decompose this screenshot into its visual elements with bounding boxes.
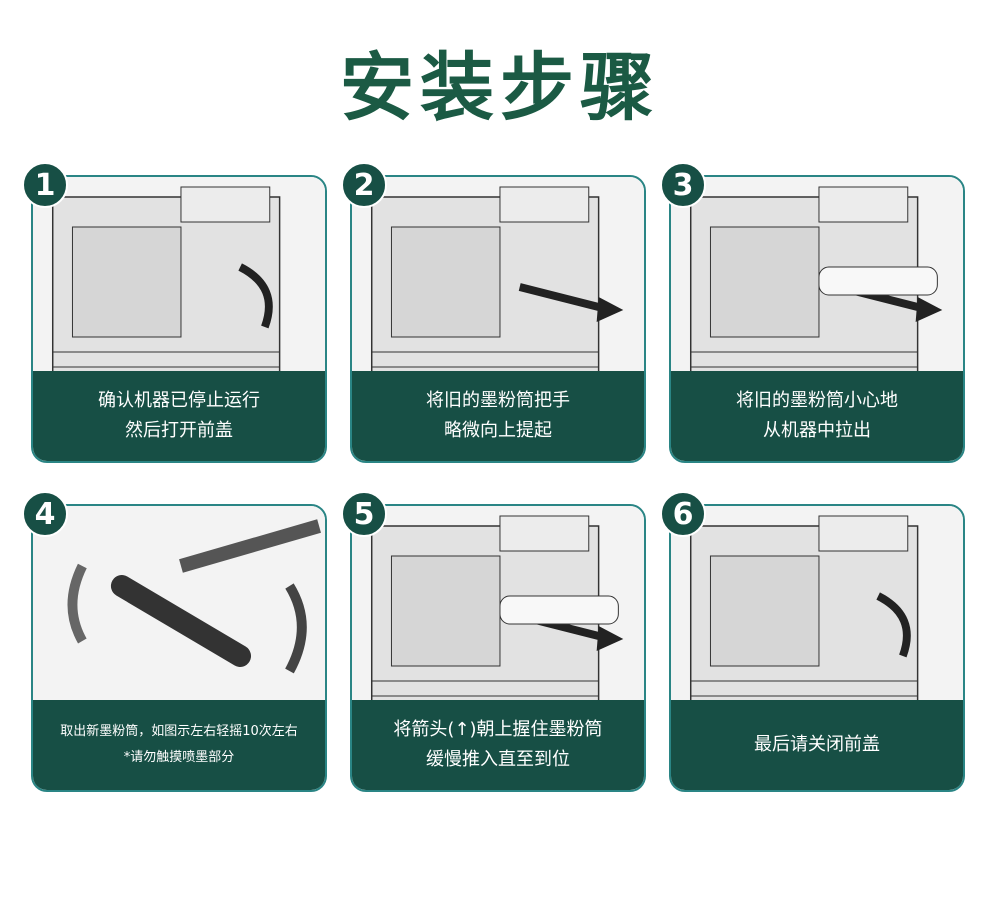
step-caption: 确认机器已停止运行然后打开前盖 <box>33 371 325 461</box>
step-caption: 将箭头(↑)朝上握住墨粉筒缓慢推入直至到位 <box>352 700 644 790</box>
step-illustration <box>33 506 325 706</box>
step-card-4: 取出新墨粉筒，如图示左右轻摇10次左右 *请勿触摸喷墨部分 <box>31 504 327 792</box>
step-caption: 取出新墨粉筒，如图示左右轻摇10次左右 *请勿触摸喷墨部分 <box>33 700 325 790</box>
step-card-2: 将旧的墨粉筒把手略微向上提起 <box>350 175 646 463</box>
caption-line-2: 从机器中拉出 <box>763 420 871 441</box>
step-caption: 最后请关闭前盖 <box>671 700 963 790</box>
step-card-3: 将旧的墨粉筒小心地从机器中拉出 <box>669 175 965 463</box>
caption-line-2: 略微向上提起 <box>444 420 552 441</box>
step-number-badge: 4 <box>22 491 68 537</box>
step-card-6: 最后请关闭前盖 <box>669 504 965 792</box>
step-number-badge: 2 <box>341 162 387 208</box>
step-caption: 将旧的墨粉筒把手略微向上提起 <box>352 371 644 461</box>
step-number-badge: 6 <box>660 491 706 537</box>
step-illustration <box>671 506 963 706</box>
page-title: 安装步骤 <box>340 45 660 131</box>
step-illustration <box>33 177 325 377</box>
step-number-badge: 1 <box>22 162 68 208</box>
caption-line-1: 取出新墨粉筒，如图示左右轻摇10次左右 <box>60 724 298 739</box>
caption-line-2: *请勿触摸喷墨部分 <box>123 750 235 765</box>
step-card-1: 确认机器已停止运行然后打开前盖 <box>31 175 327 463</box>
step-number-badge: 3 <box>660 162 706 208</box>
step-card-5: 将箭头(↑)朝上握住墨粉筒缓慢推入直至到位 <box>350 504 646 792</box>
caption-line-1: 将旧的墨粉筒把手 <box>426 390 570 411</box>
caption-line-1: 将箭头(↑)朝上握住墨粉筒 <box>393 719 603 740</box>
step-illustration <box>352 506 644 706</box>
step-caption: 将旧的墨粉筒小心地从机器中拉出 <box>671 371 963 461</box>
caption-line-2: 然后打开前盖 <box>125 420 233 441</box>
step-illustration <box>671 177 963 377</box>
caption-line-2: 缓慢推入直至到位 <box>426 749 570 770</box>
caption-line-1: 将旧的墨粉筒小心地 <box>736 390 898 411</box>
step-number-badge: 5 <box>341 491 387 537</box>
caption-line-1: 确认机器已停止运行 <box>98 390 260 411</box>
step-illustration <box>352 177 644 377</box>
caption-line-1: 最后请关闭前盖 <box>754 734 880 755</box>
